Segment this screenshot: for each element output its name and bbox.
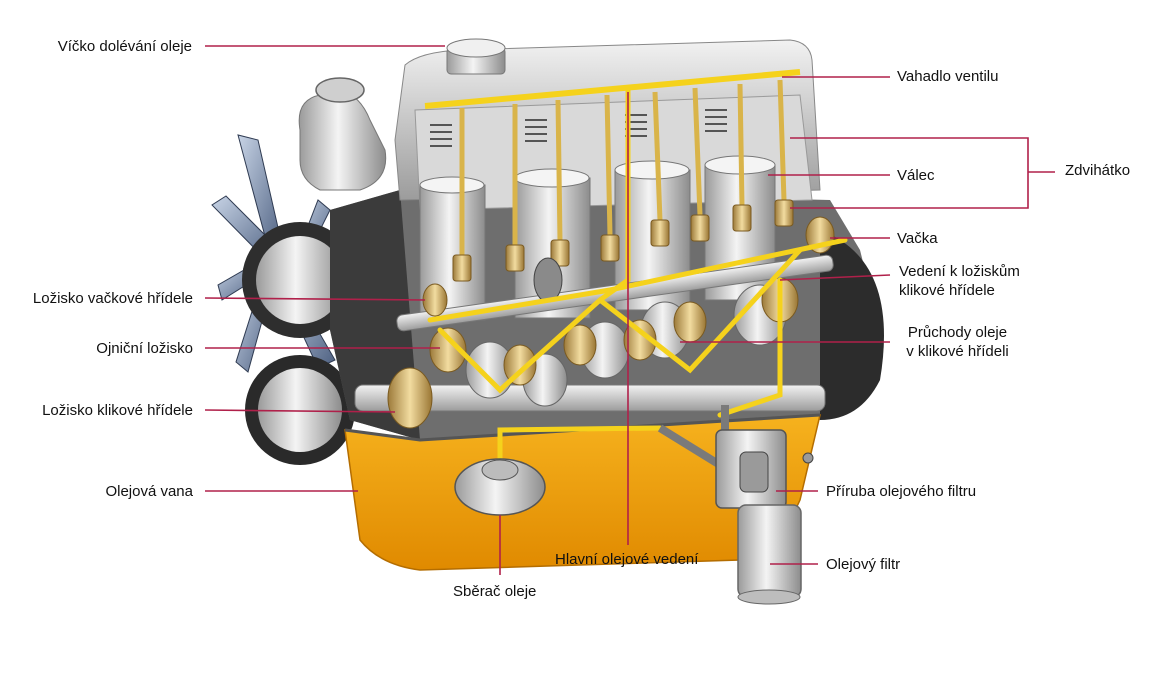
tappet bbox=[550, 239, 570, 267]
cam-gear bbox=[533, 257, 563, 303]
label-oil-filter: Olejový filtr bbox=[826, 556, 901, 573]
label-main-bearing-gallery: Vedení k ložiskům klikové hřídele bbox=[899, 262, 1020, 300]
rocker-shaft bbox=[424, 69, 801, 109]
valve-spring bbox=[705, 109, 727, 132]
label-crankshaft-oil-passages: Průchody oleje v klikové hřídeli bbox=[895, 323, 1020, 361]
label-line: v klikové hřídeli bbox=[906, 343, 1009, 360]
oil-passage bbox=[427, 237, 848, 323]
tappet bbox=[774, 199, 794, 227]
label-rocker-arm: Vahadlo ventilu bbox=[897, 68, 999, 85]
tappet bbox=[690, 214, 710, 242]
label-cylinder: Válec bbox=[897, 167, 935, 184]
leader-pushrod-bracket bbox=[790, 137, 1055, 209]
oil-pan-flange bbox=[344, 413, 821, 442]
valve-spring bbox=[430, 124, 452, 147]
water-pump-pulley-face bbox=[256, 236, 344, 324]
tappet bbox=[732, 204, 752, 232]
label-line: Vedení k ložiskům bbox=[899, 263, 1020, 280]
conrod-bearing bbox=[503, 344, 537, 386]
label-line: klikové hřídele bbox=[899, 282, 995, 299]
leader-lines bbox=[204, 45, 1055, 575]
conrod-bearing bbox=[563, 324, 597, 366]
valve-springs bbox=[430, 109, 727, 147]
valve-spring bbox=[525, 119, 547, 142]
label-main-gallery: Hlavní olejové vedení bbox=[555, 551, 699, 568]
pushrod bbox=[604, 94, 613, 236]
camshaft-bearing bbox=[422, 283, 448, 317]
label-conrod-bearing: Ojniční ložisko bbox=[96, 340, 193, 357]
leader-crankshaft-bearing bbox=[204, 409, 396, 413]
intake-housing bbox=[298, 89, 387, 191]
oil-passage bbox=[437, 247, 803, 394]
crank-pulley-face bbox=[258, 368, 342, 452]
pushrods bbox=[452, 79, 794, 282]
valve-spring bbox=[625, 114, 647, 137]
label-pushrod: Zdvihátko bbox=[1065, 162, 1131, 179]
intake-mouth bbox=[315, 77, 365, 103]
conrod-bearing bbox=[623, 319, 657, 361]
camshaft-rod bbox=[396, 254, 834, 332]
leader-camshaft-bearing bbox=[204, 297, 426, 301]
filter-flange-inner bbox=[739, 451, 769, 493]
label-camshaft-bearing: Ložisko vačkové hřídele bbox=[32, 290, 193, 307]
oil-filter-bottom bbox=[737, 589, 801, 605]
leader-main-bearing-gallery bbox=[779, 274, 891, 281]
tappet bbox=[505, 244, 525, 272]
pushrod bbox=[777, 79, 787, 201]
label-cam: Vačka bbox=[897, 230, 938, 247]
label-filter-flange: Příruba olejového filtru bbox=[826, 483, 977, 500]
crankshaft bbox=[354, 277, 826, 429]
pushrod bbox=[555, 99, 563, 241]
label-oil-filler-cap: Víčko dolévání oleje bbox=[57, 38, 192, 55]
label-line: Průchody oleje bbox=[907, 324, 1008, 341]
pushrod bbox=[652, 91, 663, 221]
oil-filter-canister bbox=[737, 504, 802, 598]
cylinder-top bbox=[614, 160, 690, 180]
conrod-bearing bbox=[429, 327, 467, 373]
tappet bbox=[600, 234, 620, 262]
conrod-bearing bbox=[673, 301, 707, 343]
flange-bolt bbox=[802, 452, 814, 464]
cylinder-top bbox=[419, 176, 485, 194]
oil-filler-cap-top bbox=[446, 38, 506, 58]
oil-passage bbox=[717, 277, 783, 418]
pushrod bbox=[692, 87, 703, 216]
label-crankshaft-bearing: Ložisko klikové hřídele bbox=[42, 402, 193, 419]
pushrod bbox=[737, 83, 745, 206]
label-oil-pickup: Sběrač oleje bbox=[453, 583, 537, 600]
cylinder-top bbox=[514, 168, 590, 188]
tappet bbox=[452, 254, 472, 282]
crank-bearing bbox=[387, 367, 433, 429]
label-oil-pan: Olejová vana bbox=[105, 483, 193, 500]
crank-main-journal bbox=[354, 384, 826, 412]
oil-pickup-top bbox=[481, 459, 519, 481]
tappet bbox=[650, 219, 670, 247]
